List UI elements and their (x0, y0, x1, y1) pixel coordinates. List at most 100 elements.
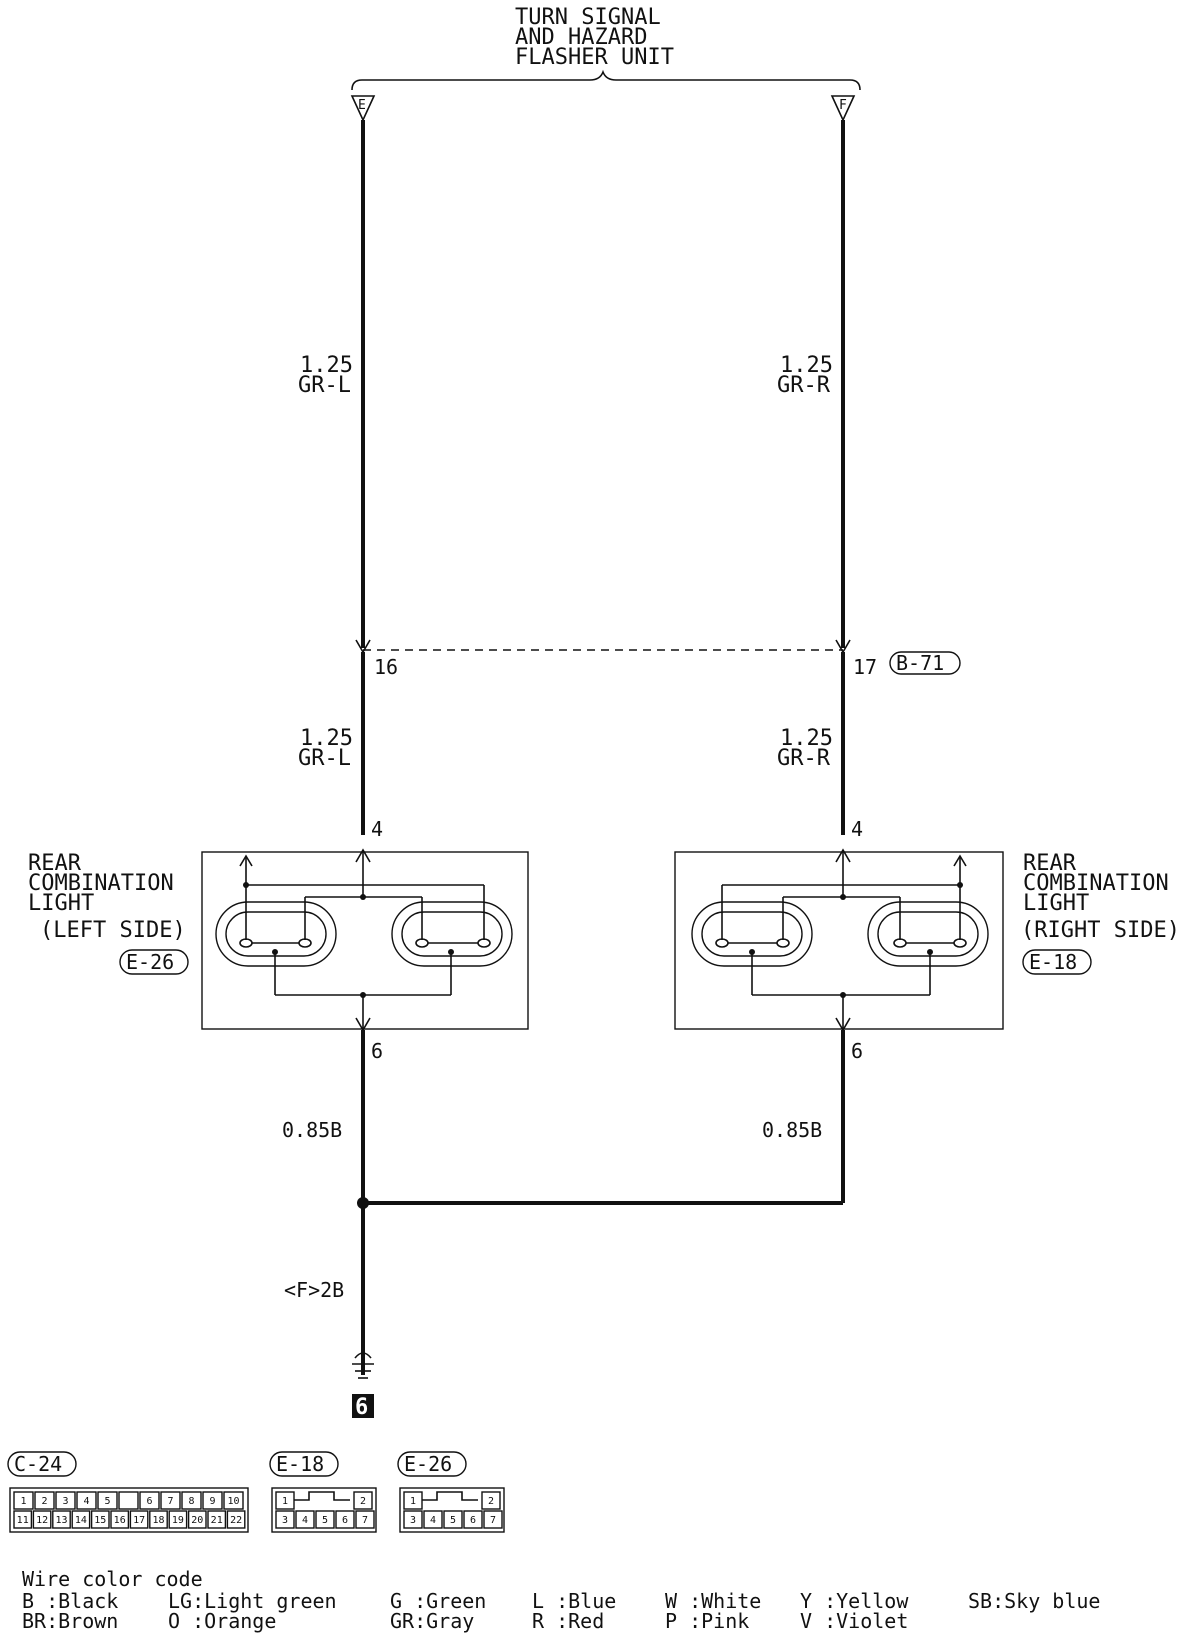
svg-text:E: E (358, 98, 366, 113)
e26-bot-cell (483, 1510, 503, 1529)
ground-number: 6 (355, 1395, 368, 1420)
e26-bot-cell (463, 1510, 483, 1529)
c24-bot-cell (149, 1510, 168, 1529)
legend-item: Y :Yellow (800, 1589, 909, 1613)
right-light-pin-out: 6 (851, 1039, 863, 1063)
c24-top-cell (223, 1491, 244, 1510)
c24-bot-pin: 20 (191, 1515, 203, 1526)
legend-item: P :Pink (665, 1609, 749, 1633)
e26-top-cell (481, 1491, 501, 1510)
c24-bot-pin: 18 (152, 1515, 164, 1526)
c24-top-cell (181, 1491, 202, 1510)
legend-item: V :Violet (800, 1609, 908, 1633)
e26-bot-pin: 4 (430, 1515, 436, 1526)
c24-top-pin: 2 (41, 1496, 47, 1507)
e18-bot-pin: 7 (362, 1515, 368, 1526)
left-light-pin-in: 4 (371, 817, 383, 841)
c24-top-cell (202, 1491, 223, 1510)
right-lower-wire: 0.85B (762, 1118, 822, 1142)
legend-item: LG:Light green (168, 1589, 337, 1613)
legend-item: R :Red (532, 1609, 604, 1633)
c24-bot-cell (90, 1510, 110, 1529)
c24-top-cell (13, 1491, 34, 1510)
c24-top-pin: 1 (20, 1496, 26, 1507)
wire-color-legend: Wire color code B :BlackBR:BrownLG:Light… (22, 1567, 1100, 1633)
c24-top-cell (97, 1491, 118, 1510)
e26-bot-cell (423, 1510, 443, 1529)
c24-bot-cell (226, 1510, 246, 1529)
rear-combination-light-left (201, 848, 529, 1032)
c24-top-pin: 4 (83, 1496, 89, 1507)
e26-top-lock-notch (422, 1491, 478, 1501)
e18-top-cell (353, 1491, 373, 1510)
junction-pin-left: 16 (374, 655, 398, 679)
right-light-label-4: (RIGHT SIDE) (1021, 918, 1180, 943)
c24-bot-cell (207, 1510, 227, 1529)
flasher-terminal-f: F (830, 95, 856, 122)
legend-item: O :Orange (168, 1609, 276, 1633)
svg-text:C-24: C-24 (14, 1452, 62, 1476)
c24-bot-pin: 19 (172, 1515, 184, 1526)
left-mid-gauge: 1.25 (300, 726, 353, 751)
c24-bot-cell (13, 1510, 33, 1529)
left-light-label-3: LIGHT (28, 891, 94, 916)
e26-bot-pin: 6 (470, 1515, 476, 1526)
svg-text:E-18: E-18 (276, 1452, 324, 1476)
legend-item: GR:Gray (390, 1609, 474, 1633)
c24-top-cell (34, 1491, 55, 1510)
c24-bot-pin: 22 (230, 1515, 242, 1526)
c24-top-pin: 9 (209, 1496, 215, 1507)
e18-bot-cell (355, 1510, 375, 1529)
svg-text:F: F (839, 98, 847, 113)
c24-bot-cell (52, 1510, 71, 1529)
c24-bot-cell (110, 1510, 130, 1529)
e26-bot-cell (443, 1510, 463, 1529)
c24-top-pin: 6 (146, 1496, 152, 1507)
e26-bot-pin: 3 (410, 1515, 416, 1526)
e26-bot-pin: 5 (450, 1515, 456, 1526)
c24-bot-cell (71, 1510, 91, 1529)
left-light-connector: E-26 (126, 950, 174, 974)
left-light-connector-badge (119, 949, 189, 975)
e18-bot-pin: 4 (302, 1515, 308, 1526)
c24-bot-cell (187, 1510, 207, 1529)
c24-top-pin: 3 (62, 1496, 68, 1507)
right-mid-color: GR-R (777, 746, 831, 771)
c24-bot-cell (32, 1510, 52, 1529)
left-light-label-1: REAR (28, 851, 82, 876)
right-light-label-1: REAR (1023, 851, 1077, 876)
c24-bot-cell (168, 1510, 188, 1529)
e18-bot-cell (335, 1510, 355, 1529)
c24-bot-pin: 15 (94, 1515, 106, 1526)
c24-bot-pin: 16 (114, 1515, 126, 1526)
flasher-title-line1: TURN SIGNAL (515, 5, 661, 30)
e26-top-pin: 2 (488, 1496, 494, 1507)
legend-item: SB:Sky blue (968, 1589, 1100, 1613)
right-light-pin-in: 4 (851, 817, 863, 841)
c24-bot-pin: 17 (133, 1515, 145, 1526)
left-mid-color: GR-L (298, 746, 351, 771)
flasher-terminal-e: E (350, 95, 376, 122)
left-light-pin-out: 6 (371, 1039, 383, 1063)
c24-bot-pin: 12 (36, 1515, 48, 1526)
flasher-brace (351, 69, 861, 91)
left-lower-wire: 0.85B (282, 1118, 342, 1142)
ground-wire-label: <F>2B (284, 1278, 344, 1302)
c24-bot-pin: 11 (17, 1515, 29, 1526)
right-light-connector-badge (1022, 949, 1092, 975)
e18-bot-cell (275, 1510, 295, 1529)
c24-top-pin: 8 (188, 1496, 194, 1507)
c24-top-pin: 5 (104, 1496, 110, 1507)
e18-bot-cell (295, 1510, 315, 1529)
e26-bot-pin: 7 (490, 1515, 496, 1526)
junction-connector-label: B-71 (896, 651, 944, 675)
c24-top-cell (118, 1491, 139, 1510)
legend-item: L :Blue (532, 1589, 616, 1613)
ground-number-badge (352, 1394, 374, 1418)
c24-top-pin: 7 (167, 1496, 173, 1507)
c24-bot-cell (129, 1510, 149, 1529)
e26-bot-cell (403, 1510, 423, 1529)
